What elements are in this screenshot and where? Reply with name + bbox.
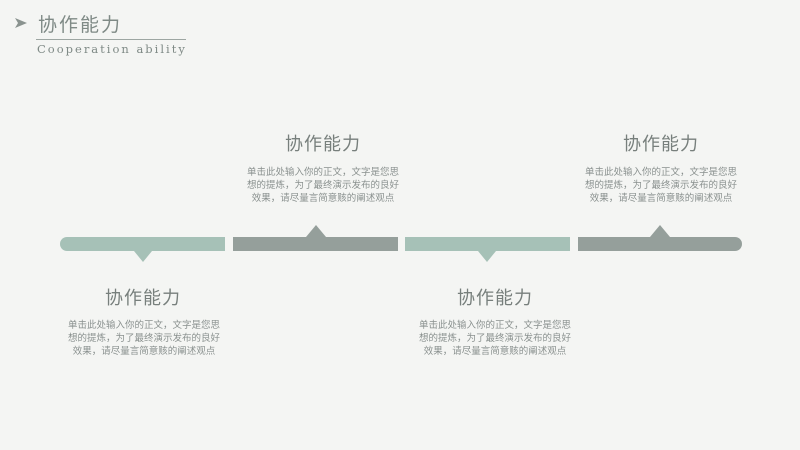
timeline-pointer-3 bbox=[478, 251, 496, 262]
timeline-segment-4 bbox=[578, 237, 742, 251]
navigation-arrow-icon bbox=[15, 18, 27, 28]
timeline-item-3-title: 协作能力 bbox=[457, 288, 533, 309]
timeline-pointer-2 bbox=[306, 225, 326, 237]
timeline-item-1-description: 单击此处输入你的正文，文字是您思想的提炼，为了最终演示发布的良好效果，请尽量言简… bbox=[67, 320, 220, 357]
page-title: 协作能力 bbox=[38, 14, 123, 36]
timeline-item-4-title: 协作能力 bbox=[623, 134, 699, 155]
timeline-segment-3 bbox=[405, 237, 570, 251]
timeline-segment-1 bbox=[60, 237, 225, 251]
timeline-pointer-1 bbox=[134, 251, 152, 262]
timeline-item-2-description: 单击此处输入你的正文，文字是您思想的提炼，为了最终演示发布的良好效果，请尽量言简… bbox=[246, 167, 399, 204]
timeline-segment-2 bbox=[233, 237, 398, 251]
timeline-item-2-title: 协作能力 bbox=[285, 134, 361, 155]
timeline-item-3-description: 单击此处输入你的正文，文字是您思想的提炼，为了最终演示发布的良好效果，请尽量言简… bbox=[418, 320, 571, 357]
timeline-pointer-4 bbox=[650, 225, 670, 237]
timeline-item-1-title: 协作能力 bbox=[105, 288, 181, 309]
title-divider bbox=[36, 39, 186, 40]
page-subtitle: Cooperation ability bbox=[37, 42, 187, 56]
timeline-item-4-description: 单击此处输入你的正文，文字是您思想的提炼，为了最终演示发布的良好效果，请尽量言简… bbox=[584, 167, 737, 204]
